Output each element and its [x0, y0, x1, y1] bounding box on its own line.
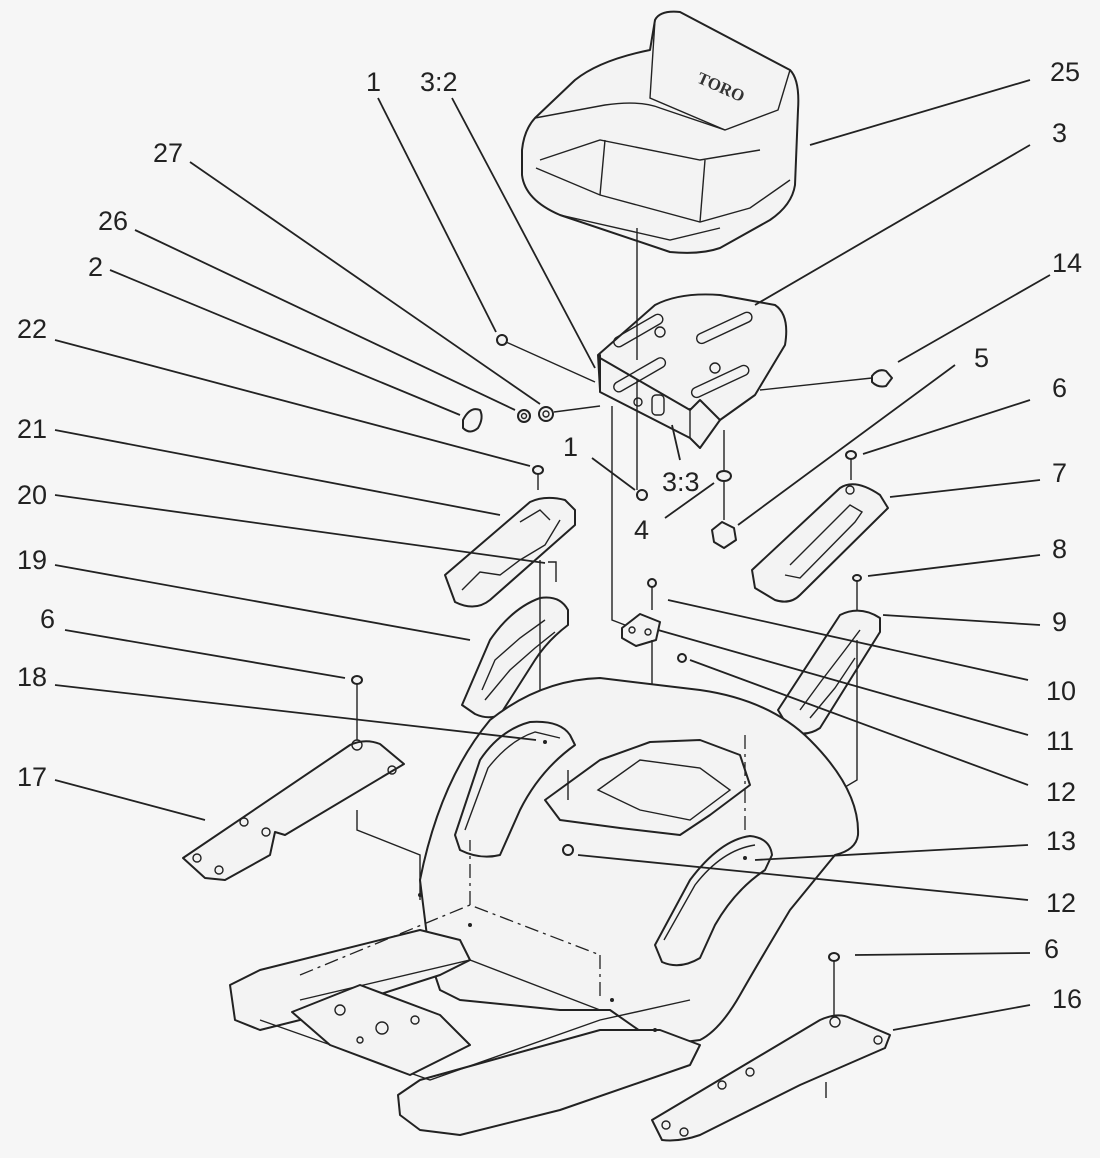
callout-20: 20 — [17, 480, 47, 510]
callout-16: 16 — [1052, 984, 1082, 1014]
seat-bracket — [597, 293, 788, 449]
callout-14: 14 — [1052, 248, 1082, 278]
callout-1: 1 — [563, 432, 578, 462]
callout-5: 5 — [974, 343, 989, 373]
callout-3-2: 3:2 — [420, 67, 458, 97]
callout-17: 17 — [17, 762, 47, 792]
callout-6: 6 — [40, 604, 55, 634]
callout-1: 1 — [366, 67, 381, 97]
callout-25: 25 — [1050, 57, 1080, 87]
callout-6: 6 — [1052, 373, 1067, 403]
callout-3: 3 — [1052, 118, 1067, 148]
callout-10: 10 — [1046, 676, 1076, 706]
leader-lines — [54, 79, 1051, 1031]
callout-22: 22 — [17, 314, 47, 344]
callout-11: 11 — [1046, 726, 1074, 756]
callout-21: 21 — [17, 414, 47, 444]
callout-4: 4 — [634, 515, 649, 545]
callout-13: 13 — [1046, 826, 1076, 856]
seat: TORO — [521, 10, 800, 254]
callout-27: 27 — [153, 138, 183, 168]
callout-2: 2 — [88, 252, 103, 282]
callout-26: 26 — [98, 206, 128, 236]
callout-7: 7 — [1052, 458, 1067, 488]
callout-6: 6 — [1044, 934, 1059, 964]
callout-labels: 25 3 14 5 6 7 8 9 10 11 12 13 12 6 16 1 … — [17, 57, 1082, 1014]
callout-12: 12 — [1046, 888, 1076, 918]
chassis-frame — [229, 677, 860, 1136]
callout-8: 8 — [1052, 534, 1067, 564]
callout-12: 12 — [1046, 777, 1076, 807]
callout-9: 9 — [1052, 607, 1067, 637]
callout-3-3: 3:3 — [662, 467, 700, 497]
callout-18: 18 — [17, 662, 47, 692]
callout-19: 19 — [17, 545, 47, 575]
